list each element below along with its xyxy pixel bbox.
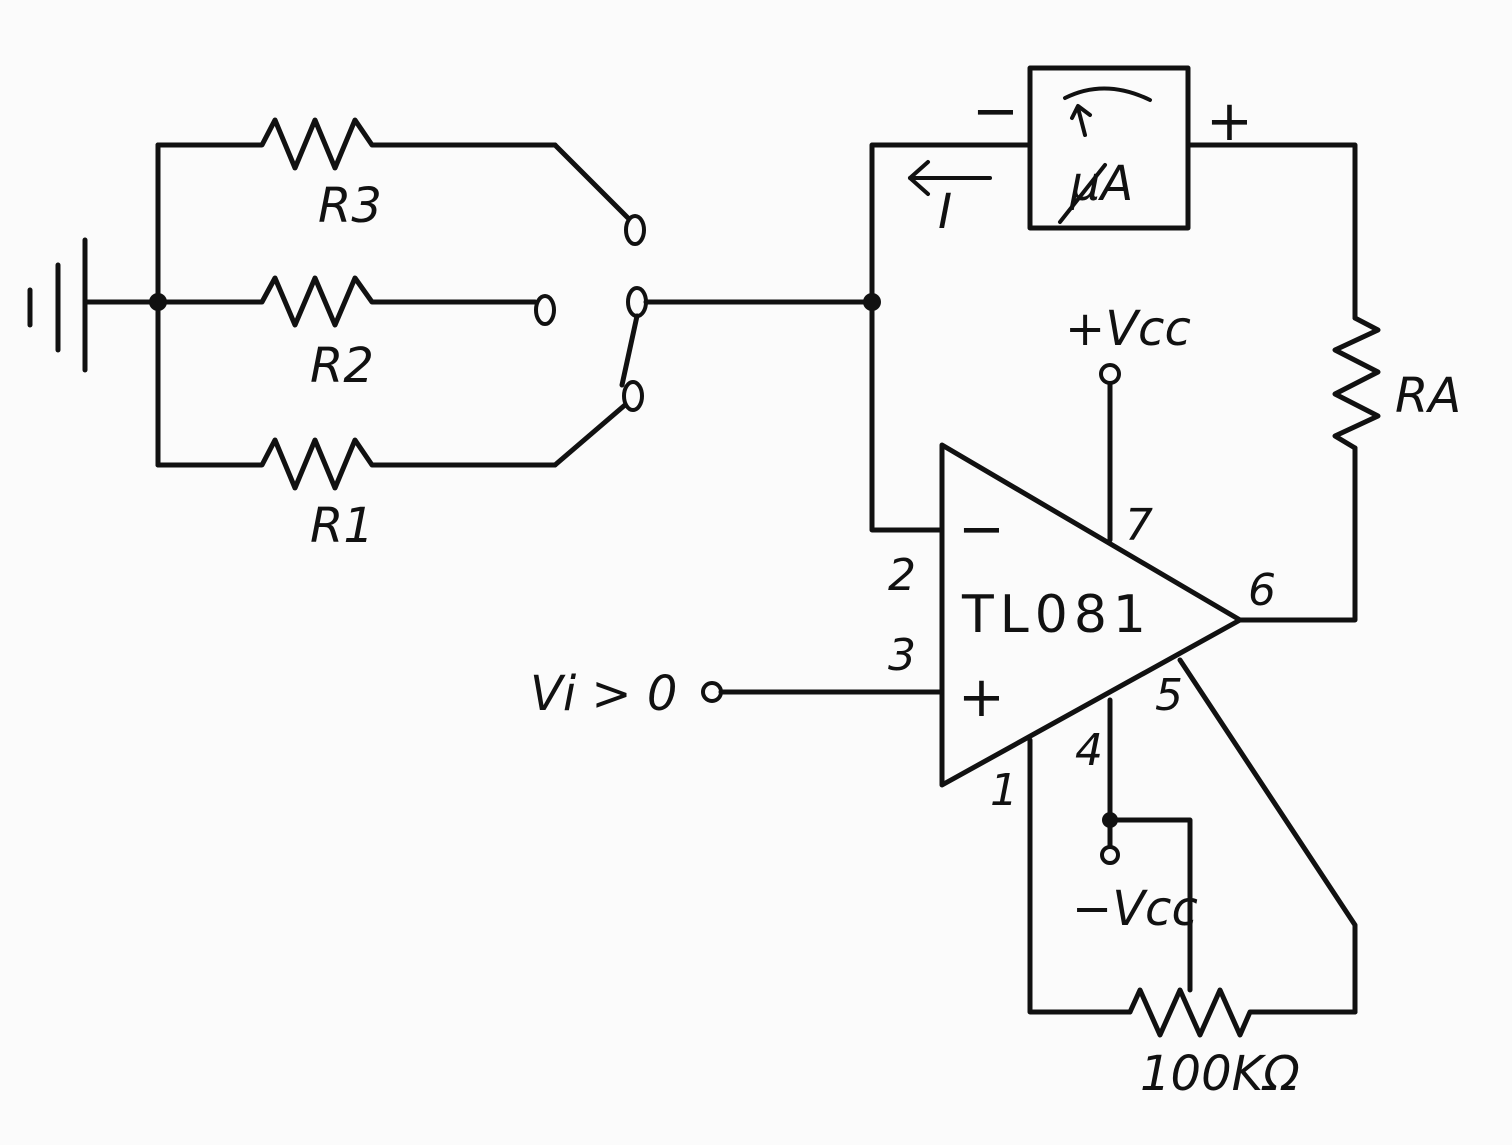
label-meter-minus: − bbox=[972, 79, 1019, 144]
range-selector-switch bbox=[534, 142, 648, 468]
switch-terminal-r2 bbox=[534, 294, 556, 326]
switch-common-terminal bbox=[626, 286, 648, 318]
vcc-neg-terminal bbox=[1100, 845, 1120, 865]
resistor-ra bbox=[1332, 315, 1381, 451]
label-pin1: 1 bbox=[990, 765, 1018, 816]
pin1-offset-wire bbox=[1027, 737, 1133, 1015]
op-amp-tl081 bbox=[939, 442, 1243, 788]
label-vcc-neg: −Vcc bbox=[1072, 881, 1198, 937]
label-r3: R3 bbox=[318, 178, 382, 234]
input-terminal bbox=[701, 681, 723, 703]
label-ra: RA bbox=[1395, 368, 1461, 424]
label-r1: R1 bbox=[310, 498, 374, 554]
current-arrow bbox=[908, 160, 992, 196]
switch-terminal-r1 bbox=[622, 380, 644, 412]
label-pin4: 4 bbox=[1075, 725, 1103, 776]
inverting-input-wire bbox=[869, 299, 945, 533]
microammeter bbox=[1027, 65, 1191, 231]
label-r2: R2 bbox=[310, 338, 374, 394]
label-noninverting: + bbox=[958, 665, 1005, 730]
label-pin3: 3 bbox=[888, 630, 916, 681]
pin5-offset-wire bbox=[1177, 657, 1358, 1015]
label-inverting: − bbox=[958, 497, 1005, 562]
switch-wiper bbox=[619, 313, 640, 388]
label-current: I bbox=[938, 184, 952, 240]
label-vcc-pos: +Vcc bbox=[1065, 301, 1191, 357]
potentiometer-100k bbox=[1127, 987, 1358, 1038]
label-meter-plus: + bbox=[1206, 89, 1253, 154]
label-pot: 100KΩ bbox=[1140, 1046, 1300, 1102]
feedback-wire-top bbox=[869, 142, 1033, 305]
resistor-r1 bbox=[155, 437, 558, 491]
label-chip: TL081 bbox=[961, 585, 1152, 645]
meter-needle bbox=[1058, 163, 1107, 224]
label-pin2: 2 bbox=[888, 550, 916, 601]
vcc-pos-terminal bbox=[1099, 363, 1121, 385]
pot-wiper-wire bbox=[1107, 817, 1193, 993]
label-pin7: 7 bbox=[1125, 500, 1153, 551]
ra-to-output-wire bbox=[1237, 445, 1358, 623]
label-input: Vi > 0 bbox=[530, 666, 677, 722]
label-meter: μA bbox=[1069, 156, 1133, 212]
switch-terminal-r3 bbox=[624, 214, 646, 246]
ground-symbol bbox=[27, 237, 88, 373]
resistor-r2 bbox=[155, 275, 538, 328]
resistor-r3 bbox=[155, 117, 558, 171]
label-pin6: 6 bbox=[1248, 565, 1276, 616]
label-pin5: 5 bbox=[1155, 670, 1183, 721]
meter-to-ra-wire bbox=[1185, 142, 1358, 321]
